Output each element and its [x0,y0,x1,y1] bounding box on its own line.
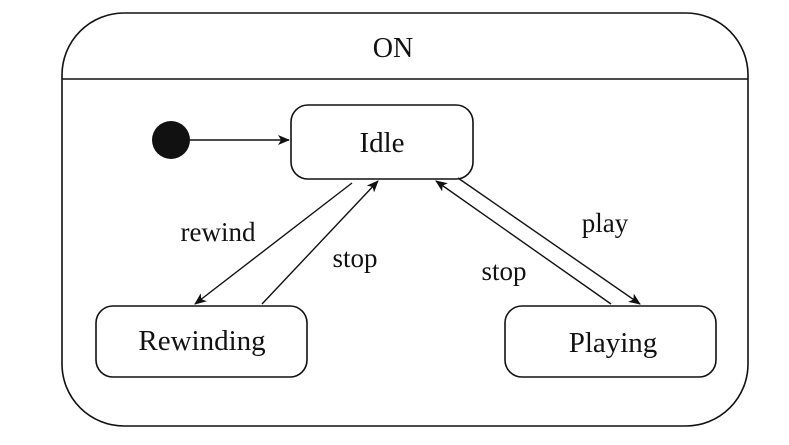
transition-stop-playing-label: stop [481,256,526,286]
state-idle: Idle [290,104,474,180]
state-playing: Playing [504,305,717,378]
transition-stop-rewinding-label: stop [332,243,377,273]
state-rewinding-label: Rewinding [138,325,265,357]
transition-play-label: play [582,208,629,238]
transition-rewind-label: rewind [181,217,256,247]
state-idle-label: Idle [359,127,404,159]
initial-state-dot [152,121,190,159]
transition-play-arrow [457,177,641,305]
transition-rewind-arrow [194,182,353,305]
composite-state-title: ON [373,33,413,64]
state-playing-label: Playing [569,327,658,359]
transition-stop-rewinding-arrow [261,180,379,305]
state-rewinding: Rewinding [95,305,308,378]
transition-stop-playing-arrow [435,180,612,305]
